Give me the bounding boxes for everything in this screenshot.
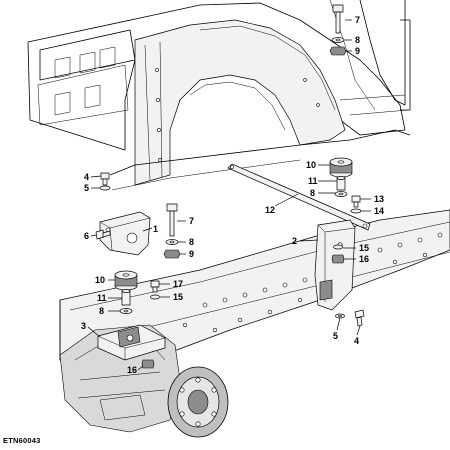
callout-5-upper: 5 <box>84 183 89 193</box>
rubber-mount-10-upper <box>329 157 353 178</box>
mount-bracket-2 <box>314 219 356 311</box>
washer-5-lower <box>335 313 345 319</box>
wheel-hub <box>167 366 229 438</box>
callout-15-right: 15 <box>359 243 369 253</box>
callout-7-mid: 7 <box>189 216 194 226</box>
callout-labels: 7 8 9 10 11 8 13 14 12 2 15 16 4 5 1 6 7… <box>81 15 384 375</box>
mount-bracket-3 <box>97 324 166 361</box>
callout-4-upper: 4 <box>84 172 89 182</box>
washer-8-top <box>331 37 345 43</box>
callout-7-top: 7 <box>355 15 360 25</box>
nut-9-mid <box>163 249 181 259</box>
rubber-mount-10-lower <box>114 270 138 291</box>
callout-6: 6 <box>84 231 89 241</box>
callout-10-upper: 10 <box>306 160 316 170</box>
callout-9-top: 9 <box>355 46 360 56</box>
bolt-17 <box>150 280 160 293</box>
callout-9-mid: 9 <box>189 249 194 259</box>
washer-8-lower <box>119 308 133 314</box>
frame-holes <box>182 232 443 333</box>
callout-13: 13 <box>374 194 384 204</box>
callout-8-lower: 8 <box>99 306 104 316</box>
callout-8-top: 8 <box>355 35 360 45</box>
callout-1: 1 <box>153 224 158 234</box>
washer-8-mid <box>165 239 179 245</box>
callout-5-lower: 5 <box>333 331 338 341</box>
spacer-11-lower <box>121 289 131 306</box>
callout-10-lower: 10 <box>95 275 105 285</box>
washer-15-left <box>150 294 160 300</box>
bolt-4-lower <box>354 309 365 327</box>
callout-4-lower: 4 <box>354 336 359 346</box>
nut-16-right <box>331 254 345 264</box>
bolt-7-mid <box>166 203 178 237</box>
callout-8-upper: 8 <box>310 188 315 198</box>
washer-8-upper-right <box>334 191 348 197</box>
reference-code: ETN60043 <box>3 436 41 445</box>
callout-11-upper: 11 <box>308 176 318 186</box>
callout-11-lower: 11 <box>97 293 107 303</box>
nut-9-top <box>329 46 347 56</box>
stay-bar-12 <box>227 163 371 231</box>
bolt-13 <box>351 195 361 208</box>
callout-16-right: 16 <box>359 254 369 264</box>
washer-5-upper <box>99 185 111 191</box>
callout-15-left: 15 <box>173 292 183 302</box>
bolt-4-upper <box>100 172 110 186</box>
callout-17: 17 <box>173 279 183 289</box>
fender-panel <box>109 19 411 191</box>
callout-2: 2 <box>292 236 297 246</box>
leader-lines <box>87 19 371 371</box>
callout-16-left: 16 <box>127 365 137 375</box>
nut-16-left <box>141 359 155 369</box>
washer-15-right <box>333 244 343 250</box>
callout-3: 3 <box>81 321 86 331</box>
bolt-7-top <box>332 4 344 34</box>
callout-8-mid: 8 <box>189 237 194 247</box>
washer-14 <box>350 208 362 214</box>
callout-12: 12 <box>265 205 275 215</box>
callout-14: 14 <box>374 206 384 216</box>
mount-bracket-1 <box>99 211 151 256</box>
spacer-11-upper <box>336 176 346 191</box>
bolt-6 <box>95 229 111 240</box>
